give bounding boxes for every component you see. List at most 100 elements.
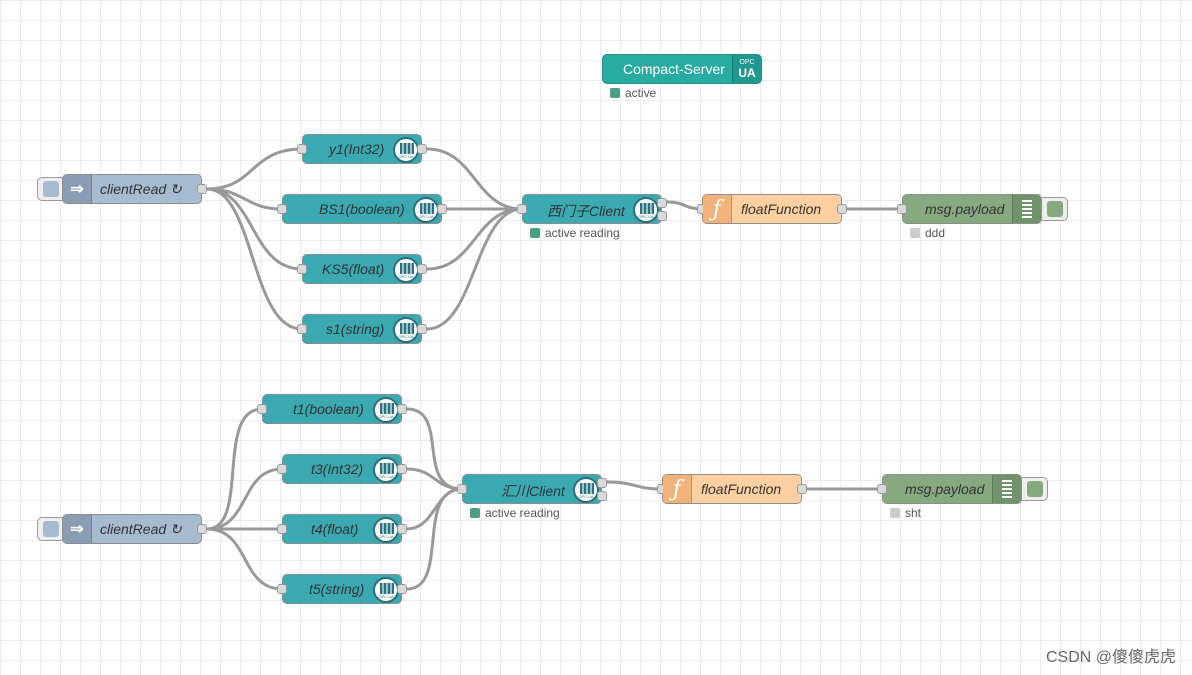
- wire[interactable]: [206, 147, 303, 191]
- wire[interactable]: [206, 187, 303, 271]
- inject-button[interactable]: [37, 517, 63, 541]
- inject-node-label: clientRead ↻: [100, 181, 182, 197]
- opc-icon-caption: OPC UA: [418, 214, 434, 219]
- opc-icon-caption: OPC UA: [398, 154, 414, 159]
- status-dot-icon: [530, 228, 540, 238]
- wire[interactable]: [206, 407, 263, 531]
- opc-ua-icon: OPC UA: [373, 517, 399, 543]
- wire[interactable]: [406, 467, 463, 491]
- opc-client-label: 西门子Client: [547, 203, 625, 219]
- opc-ua-icon: OPC UA: [393, 257, 419, 283]
- opc-item-node-y1[interactable]: y1(Int32) OPC UA: [297, 134, 427, 164]
- wire[interactable]: [426, 207, 523, 271]
- status-dot-icon: [470, 508, 480, 518]
- input-port[interactable]: [297, 144, 307, 154]
- input-port[interactable]: [277, 584, 287, 594]
- input-port[interactable]: [277, 524, 287, 534]
- arrow-icon: ⇒: [63, 175, 92, 203]
- opc-ua-icon: OPC UA: [373, 457, 399, 483]
- input-port[interactable]: [457, 484, 467, 494]
- opc-item-node-s1[interactable]: s1(string) OPC UA: [297, 314, 427, 344]
- output-port[interactable]: [397, 464, 407, 474]
- opc-ua-icon-bottom-text: UA: [738, 66, 756, 80]
- function-node-label: floatFunction: [701, 481, 782, 497]
- opc-icon-caption: OPC UA: [378, 594, 394, 599]
- status-dot-icon: [890, 508, 900, 518]
- opc-icon-caption: OPC UA: [398, 274, 414, 279]
- opc-item-node-t1[interactable]: t1(boolean) OPC UA: [257, 394, 407, 424]
- input-port[interactable]: [877, 484, 887, 494]
- wire[interactable]: [206, 187, 303, 331]
- input-port[interactable]: [297, 264, 307, 274]
- opc-item-node-t3[interactable]: t3(Int32) OPC UA: [277, 454, 407, 484]
- output-port[interactable]: [597, 478, 607, 488]
- opc-item-label: y1(Int32): [329, 141, 385, 157]
- inject-node-clientread-2[interactable]: ⇒ clientRead ↻: [62, 514, 207, 544]
- function-node-float-1[interactable]: ƒ floatFunction: [697, 194, 847, 224]
- opc-ua-icon: OPC UA: [393, 137, 419, 163]
- opc-icon-caption: OPC UA: [378, 474, 394, 479]
- debug-node-label: msg.payload: [905, 481, 985, 497]
- opc-client-node-inovance[interactable]: 汇川Client OPC UA: [457, 474, 607, 504]
- output-port[interactable]: [657, 211, 667, 221]
- output-port[interactable]: [837, 204, 847, 214]
- arrow-icon: ⇒: [63, 515, 92, 543]
- debug-node-label: msg.payload: [925, 201, 1005, 217]
- output-port[interactable]: [417, 144, 427, 154]
- opc-ua-icon-top-text: OPC: [739, 59, 755, 66]
- opc-icon-caption: OPC UA: [638, 214, 654, 219]
- debug-toggle-button[interactable]: [1022, 477, 1048, 501]
- wire[interactable]: [206, 527, 283, 591]
- opc-icon-caption: OPC UA: [578, 494, 594, 499]
- input-port[interactable]: [897, 204, 907, 214]
- wire[interactable]: [426, 207, 523, 331]
- input-port[interactable]: [297, 324, 307, 334]
- inject-node-clientread-1[interactable]: ⇒ clientRead ↻: [62, 174, 207, 204]
- input-port[interactable]: [277, 464, 287, 474]
- output-port[interactable]: [397, 584, 407, 594]
- opc-item-node-t4[interactable]: t4(float) OPC UA: [277, 514, 407, 544]
- opc-client-label: 汇川Client: [501, 483, 565, 499]
- output-port[interactable]: [417, 264, 427, 274]
- inject-button-square: [42, 181, 59, 197]
- debug-status-text: sht: [905, 506, 922, 520]
- function-icon: ƒ: [703, 195, 732, 223]
- function-node-label: floatFunction: [741, 201, 822, 217]
- wire[interactable]: [206, 467, 283, 531]
- debug-toggle-button[interactable]: [1042, 197, 1068, 221]
- opc-client-node-siemens[interactable]: 西门子Client OPC UA: [517, 194, 667, 224]
- input-port[interactable]: [517, 204, 527, 214]
- compact-server-status: active: [610, 86, 656, 100]
- wire[interactable]: [606, 480, 663, 491]
- output-port[interactable]: [397, 404, 407, 414]
- input-port[interactable]: [277, 204, 287, 214]
- output-port[interactable]: [437, 204, 447, 214]
- opc-item-node-t5[interactable]: t5(string) OPC UA: [277, 574, 407, 604]
- output-port[interactable]: [657, 198, 667, 208]
- wire[interactable]: [406, 487, 463, 591]
- function-icon: ƒ: [663, 475, 692, 503]
- output-port[interactable]: [597, 491, 607, 501]
- opc-client-status: active reading: [470, 506, 560, 520]
- debug-node-msg-payload-1[interactable]: msg.payload: [897, 194, 1042, 224]
- opc-ua-icon: OPC UA: [393, 317, 419, 343]
- output-port[interactable]: [797, 484, 807, 494]
- output-port[interactable]: [197, 184, 207, 194]
- watermark: CSDN @傻傻虎虎: [1045, 649, 1176, 666]
- output-port[interactable]: [397, 524, 407, 534]
- function-node-float-2[interactable]: ƒ floatFunction: [657, 474, 807, 504]
- input-port[interactable]: [257, 404, 267, 414]
- opc-item-label: BS1(boolean): [319, 201, 405, 217]
- wire[interactable]: [426, 147, 523, 211]
- compact-server-node[interactable]: Compact-Server OPC UA: [602, 54, 762, 84]
- opc-ua-icon: OPC UA: [413, 197, 439, 223]
- opc-item-node-bs1[interactable]: BS1(boolean) OPC UA: [277, 194, 447, 224]
- opc-item-node-ks5[interactable]: KS5(float) OPC UA: [297, 254, 427, 284]
- inject-button[interactable]: [37, 177, 63, 201]
- output-port[interactable]: [417, 324, 427, 334]
- debug-status: sht: [890, 506, 921, 520]
- debug-node-msg-payload-2[interactable]: msg.payload: [877, 474, 1022, 504]
- output-port[interactable]: [197, 524, 207, 534]
- debug-toggle-square: [1046, 201, 1063, 217]
- opc-item-label: t4(float): [311, 521, 359, 537]
